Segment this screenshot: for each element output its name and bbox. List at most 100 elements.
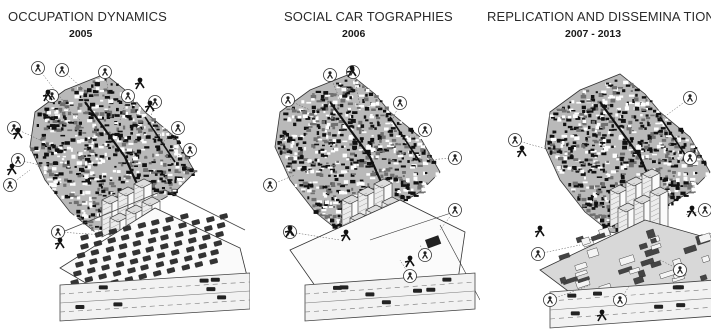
house <box>587 197 594 202</box>
house <box>132 161 135 164</box>
house <box>307 185 310 190</box>
house <box>413 173 417 176</box>
figure-head <box>537 225 543 231</box>
house <box>325 94 331 97</box>
house <box>317 138 323 141</box>
house <box>346 189 351 193</box>
window-row <box>650 212 660 218</box>
window-row <box>142 207 152 213</box>
house <box>579 112 585 116</box>
house <box>582 162 586 165</box>
house <box>632 153 635 157</box>
house <box>634 106 640 111</box>
parked-car <box>191 219 201 226</box>
house <box>346 148 350 151</box>
house <box>358 107 361 111</box>
house <box>55 173 58 175</box>
house <box>552 130 557 134</box>
house <box>604 197 607 201</box>
window-row <box>618 213 628 219</box>
house <box>34 146 39 150</box>
house <box>591 167 594 170</box>
house <box>61 127 64 131</box>
house <box>607 96 611 99</box>
house <box>677 157 682 160</box>
house <box>628 102 634 104</box>
house <box>655 122 661 125</box>
house <box>46 162 50 164</box>
house <box>582 90 587 94</box>
house <box>88 116 94 120</box>
house <box>124 136 129 140</box>
house <box>111 91 115 94</box>
house <box>101 182 104 186</box>
house <box>398 150 403 153</box>
house <box>675 186 680 190</box>
house <box>280 147 285 150</box>
house <box>337 131 341 135</box>
house <box>97 187 100 191</box>
house <box>338 200 344 203</box>
house <box>339 190 344 195</box>
parked-car <box>80 243 89 250</box>
house <box>689 143 695 146</box>
block <box>577 276 591 284</box>
house <box>315 170 321 174</box>
house <box>418 191 424 194</box>
house <box>283 112 289 116</box>
house <box>413 143 417 147</box>
house <box>51 107 55 109</box>
house <box>592 165 598 168</box>
house <box>346 111 349 114</box>
house <box>52 124 55 127</box>
house <box>598 93 604 97</box>
house <box>411 165 416 168</box>
house <box>70 183 74 186</box>
house <box>330 150 336 153</box>
house <box>43 127 49 131</box>
house <box>589 185 595 190</box>
house <box>668 150 673 153</box>
house <box>95 79 100 82</box>
house <box>647 136 652 140</box>
house <box>89 204 95 208</box>
house <box>594 204 598 208</box>
house <box>567 110 570 114</box>
house <box>411 188 414 192</box>
house <box>583 127 588 131</box>
house <box>327 166 333 169</box>
house <box>586 186 591 189</box>
house <box>622 138 626 141</box>
person-head <box>268 181 272 185</box>
house <box>354 154 357 157</box>
house <box>551 151 557 154</box>
house <box>312 181 318 184</box>
house <box>345 113 349 117</box>
house <box>285 133 289 137</box>
parked-car <box>165 216 174 223</box>
house <box>603 195 607 199</box>
house <box>78 131 82 136</box>
house <box>55 162 58 165</box>
house <box>67 160 70 165</box>
parked-car <box>127 267 136 274</box>
house <box>105 140 112 143</box>
person-head <box>398 99 402 103</box>
house <box>386 112 391 115</box>
house <box>605 117 610 121</box>
house <box>288 136 293 140</box>
house <box>580 100 585 103</box>
house <box>337 112 343 115</box>
house <box>671 202 674 206</box>
house <box>110 134 113 138</box>
house <box>314 158 319 162</box>
house <box>151 121 155 124</box>
house <box>663 149 666 154</box>
house <box>560 143 564 148</box>
house <box>163 170 167 174</box>
house <box>361 186 366 188</box>
house <box>99 226 104 230</box>
house <box>118 122 121 126</box>
house <box>78 152 83 156</box>
house <box>340 98 345 102</box>
